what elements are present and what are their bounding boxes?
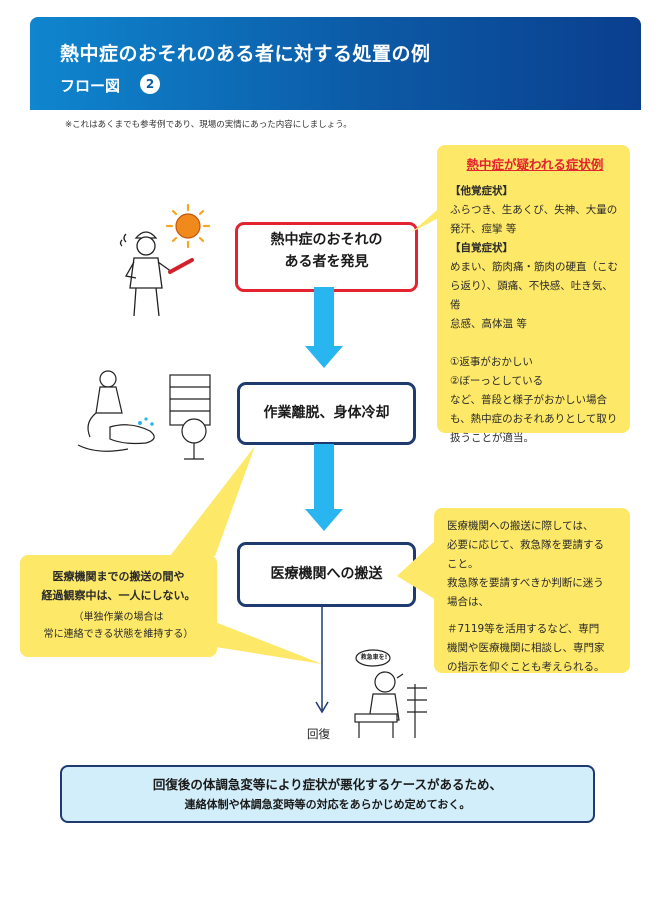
subjective-line: めまい、筋肉痛・筋肉の硬直（こむ: [450, 261, 618, 273]
objective-heading: 【他覚症状】: [450, 185, 513, 197]
page-subtitle: フロー図: [60, 77, 121, 95]
sun-icon: [165, 203, 211, 249]
ambulance-line: ＃7119等を活用するなど、専門: [447, 623, 600, 635]
step-cooling-box: 作業離脱、身体冷却: [237, 382, 416, 445]
step-cooling-label: 作業離脱、身体冷却: [263, 405, 390, 421]
objective-line: 発汗、痙攣 等: [450, 223, 517, 235]
subjective-heading: 【自覚症状】: [450, 242, 513, 254]
ambulance-line: 機関や医療機関に相談し、専門家: [447, 642, 605, 654]
footer-line1: 回復後の体調急変等により症状が悪化するケースがあるため、: [152, 777, 503, 792]
worker-calling-illustration: [354, 649, 427, 738]
step-discover-line2: ある者を発見: [284, 254, 369, 270]
symptoms-title: 熱中症が疑われる症状例: [466, 157, 604, 172]
ambulance-line: 場合は、: [447, 596, 489, 608]
sign-line: ②ぼーっとしている: [450, 375, 544, 387]
flow-arrow-1-head: [305, 346, 343, 368]
subjective-line: 怠感、高体温 等: [450, 318, 527, 330]
objective-line: ふらつき、生あくび、失神、大量の: [450, 204, 618, 216]
step-discover-line1: 熱中症のおそれの: [270, 232, 383, 248]
recovery-label: 回復: [307, 727, 330, 741]
never-alone-line1: 医療機関までの搬送の間や: [52, 570, 185, 583]
header-banner: 熱中症のおそれのある者に対する処置の例 フロー図 2: [30, 17, 641, 110]
closing-line: 扱うことが適当。: [450, 432, 534, 444]
never-alone-line2: 経過観察中は、一人にしない。: [41, 589, 196, 602]
subjective-line: ら返り）、頭痛、不快感、吐き気、倦: [450, 280, 613, 311]
dizzy-worker-sun-illustration: [119, 203, 211, 317]
symptoms-box: 熱中症が疑われる症状例 【他覚症状】 ふらつき、生あくび、失神、大量の 発汗、痙…: [437, 145, 630, 444]
footer-notice: 回復後の体調急変等により症状が悪化するケースがあるため、 連絡体制や体調急変時等…: [60, 765, 595, 823]
cooling-worker-illustration: [77, 370, 211, 460]
sign-line: ①返事がおかしい: [450, 356, 533, 368]
flow-arrow-2-shaft: [314, 444, 334, 510]
footer-line2: 連絡体制や体調急変時等の対応をあらかじめ定めておく。: [184, 798, 471, 811]
water-drops-icon: [138, 417, 154, 426]
never-alone-note: 医療機関までの搬送の間や 経過観察中は、一人にしない。 （単独作業の場合は 常に…: [20, 555, 217, 657]
closing-line: も、熱中症のおそれありとして取り: [450, 413, 618, 425]
speech-bubble-text: 救急車を!: [360, 654, 388, 661]
never-alone-line3: （単独作業の場合は: [73, 612, 164, 623]
ambulance-line: 救急隊を要請すべきか判断に迷う: [447, 577, 604, 589]
ambulance-note: 医療機関への搬送に際しては、 必要に応じて、救急隊を要請する こと。 救急隊を要…: [434, 508, 630, 673]
ambulance-line: の指示を仰ぐことも考えられる。: [447, 661, 605, 673]
closing-line: など、普段と様子がおかしい場合: [450, 394, 607, 406]
reference-note: ※これはあくまでも参考例であり、現場の実情にあった内容にしましょう。: [65, 120, 352, 130]
ambulance-line: 必要に応じて、救急隊を要請する: [447, 539, 604, 551]
flow-arrow-2-head: [305, 509, 343, 531]
step-transport-box: 医療機関への搬送: [237, 542, 416, 607]
ambulance-line: こと。: [447, 558, 479, 570]
step-transport-label: 医療機関への搬送: [270, 566, 383, 582]
step-number-badge: 2: [140, 74, 160, 94]
page-title: 熱中症のおそれのある者に対する処置の例: [60, 43, 431, 65]
never-alone-line4: 常に連絡できる状態を維持する）: [43, 629, 194, 640]
flow-arrow-1-shaft: [314, 287, 334, 347]
ambulance-line: 医療機関への搬送に際しては、: [447, 520, 594, 532]
